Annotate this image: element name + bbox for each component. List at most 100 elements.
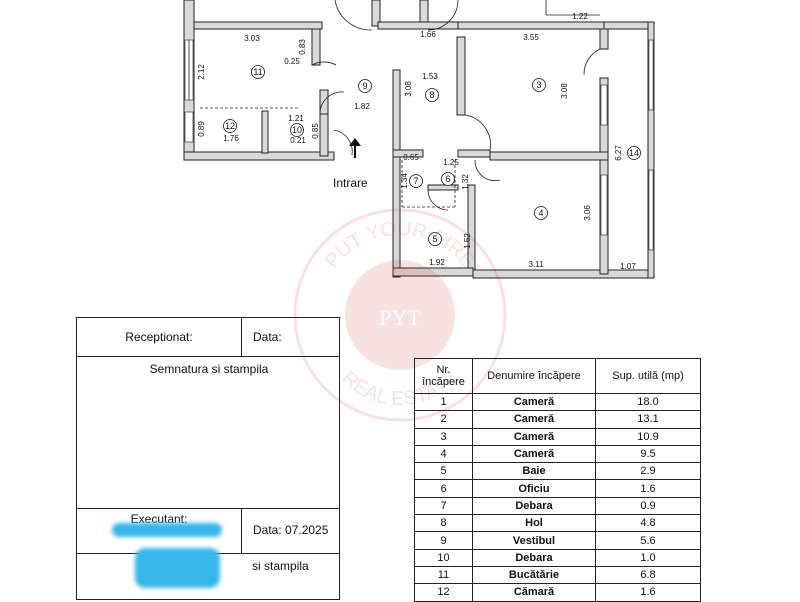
cell-name: Cameră [472, 392, 596, 412]
cell-nr: 10 [414, 548, 473, 567]
dimension-label: 3.08 [404, 81, 413, 97]
cell-area: 1.6 [595, 583, 701, 602]
windows [184, 39, 654, 251]
cell-area: 9.5 [595, 444, 701, 464]
dimension-label: 0.65 [403, 153, 419, 162]
room-number-text: 8 [429, 90, 434, 100]
cell-name: Debara [472, 548, 596, 567]
dimension-label: 1.52 [463, 233, 472, 249]
cell-area: 1.6 [595, 479, 701, 498]
stampila-fragment: si stampila [252, 559, 309, 573]
room-number-text: 12 [225, 121, 235, 131]
cell-area: 0.9 [595, 496, 701, 516]
cell-area: 4.8 [595, 514, 701, 533]
executant-date: Data: 07.2025 [253, 523, 329, 537]
redaction-mark [112, 523, 222, 537]
semnatura-label: Semnatura si stampila [149, 362, 269, 376]
room-number: 7 [409, 174, 423, 188]
dimension-label: 1.34 [400, 173, 409, 189]
cell-nr: 3 [414, 427, 473, 446]
room-number-text: 6 [445, 174, 450, 184]
cell-name: Hol [472, 514, 596, 533]
dimension-label: 3.55 [523, 33, 539, 42]
cell-name: Cămară [472, 583, 596, 602]
receptionat-label: Receptionat: [125, 330, 193, 344]
room-number: 6 [441, 172, 455, 186]
room-number-text: 9 [362, 81, 367, 91]
cell-name: Oficiu [472, 479, 596, 498]
cell-nr: 7 [414, 496, 473, 516]
room-number-text: 10 [292, 125, 302, 135]
header-nr: Nr. încăpere [414, 358, 473, 394]
dimension-label: 0.83 [298, 39, 307, 55]
header-name: Denumire încăpere [472, 358, 596, 394]
dimension-label: 6.27 [614, 145, 623, 161]
executant-label: Executant: [130, 512, 188, 526]
cell-name: Vestibul [472, 531, 596, 550]
dimension-label: 0.85 [311, 123, 320, 139]
entrance-label: Intrare [333, 176, 368, 190]
room-number-text: 11 [253, 67, 262, 77]
dimension-label: 1.76 [223, 134, 239, 143]
dimension-label: 1.53 [422, 72, 438, 81]
dimension-label: 1.82 [354, 102, 370, 111]
cell-nr: 2 [414, 410, 473, 429]
dimension-label: 1.22 [572, 12, 588, 21]
cell-area: 5.6 [595, 531, 701, 550]
dimension-label: 0.21 [290, 136, 306, 145]
cell-name: Cameră [472, 444, 596, 464]
cell-nr: 4 [414, 444, 473, 464]
cell-name: Cameră [472, 427, 596, 446]
rooms-table: Nr. încăpere Denumire încăpere Sup. util… [414, 358, 701, 602]
entrance-arrow-icon [349, 138, 361, 158]
cell-nr: 12 [414, 583, 473, 602]
dimension-label: 1.07 [620, 262, 636, 271]
room-number: 8 [425, 88, 439, 102]
room-number-text: 14 [629, 148, 639, 158]
room-number: 9 [358, 79, 372, 93]
dashed-lines [200, 107, 456, 208]
cell-nr: 1 [414, 392, 473, 412]
room-number: 12 [223, 119, 237, 133]
room-number: 3 [532, 78, 546, 92]
cell-name: Baie [472, 462, 596, 481]
cell-area: 1.0 [595, 548, 701, 567]
dimension-label: 1.32 [461, 174, 470, 190]
cell-area: 13.1 [595, 410, 701, 429]
room-number-text: 5 [432, 234, 437, 244]
cell-area: 18.0 [595, 392, 701, 412]
cell-nr: 11 [414, 565, 473, 585]
cell-nr: 9 [414, 531, 473, 550]
cell-nr: 5 [414, 462, 473, 481]
redaction-mark [135, 548, 220, 588]
dimension-label: 0.89 [197, 121, 206, 137]
cell-nr: 6 [414, 479, 473, 498]
dimension-label: 3.11 [529, 260, 545, 269]
cell-name: Bucătărie [472, 565, 596, 585]
cell-name: Debara [472, 496, 596, 516]
dimension-label: 0.25 [284, 57, 300, 66]
cell-area: 2.9 [595, 462, 701, 481]
data-label: Data: [253, 330, 282, 344]
cell-nr: 8 [414, 514, 473, 533]
doors [311, 0, 601, 211]
dimension-label: 2.12 [197, 64, 206, 80]
room-number: 14 [627, 146, 641, 160]
cell-area: 6.8 [595, 565, 701, 585]
cell-area: 10.9 [595, 427, 701, 446]
reception-form: Receptionat: Data: Semnatura si stampila… [76, 317, 340, 600]
